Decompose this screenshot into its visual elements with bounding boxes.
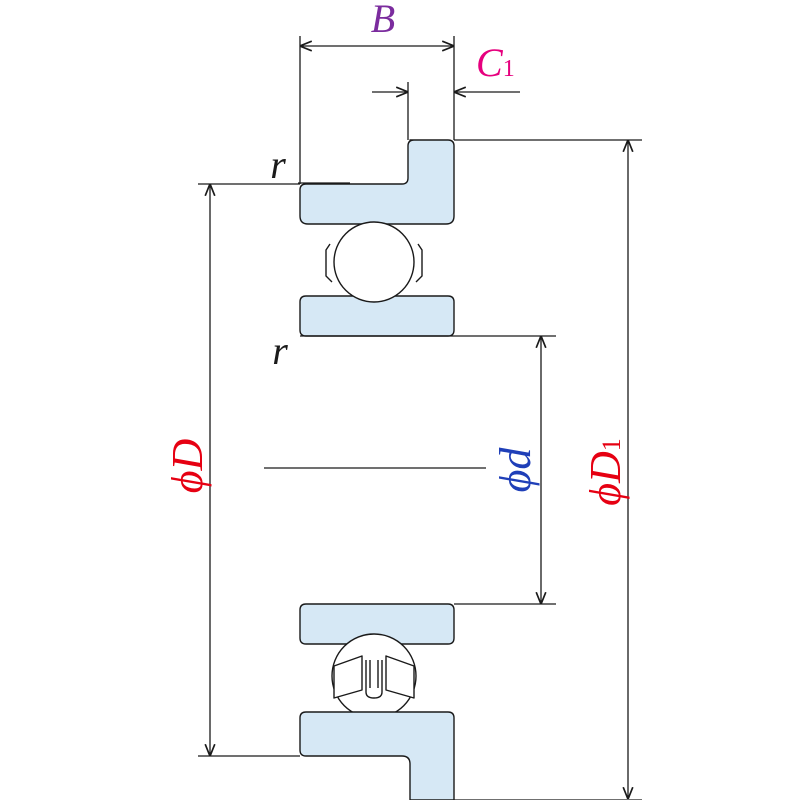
cage-bottom-clip	[365, 660, 383, 699]
label-C1-sub: 1	[503, 56, 515, 82]
cage-top-left	[325, 243, 333, 283]
label-r-mid: r	[272, 328, 288, 373]
label-phiD1-sub: 1	[597, 438, 626, 451]
label-phiD1-main: ϕD	[581, 451, 630, 506]
ball-top	[333, 221, 415, 303]
outer-ring-top	[299, 139, 455, 225]
label-phiD1: ϕD1	[581, 438, 630, 506]
inner-ring-bottom	[299, 603, 455, 645]
label-C1-main: C	[476, 40, 504, 85]
cage-top-right	[415, 243, 423, 283]
bearing-section	[299, 139, 455, 800]
outer-ring-bottom	[299, 711, 455, 800]
label-r-top: r	[270, 142, 286, 187]
cage-bottom	[333, 655, 415, 699]
label-phiD: ϕD	[163, 439, 212, 494]
dimension-lines	[198, 36, 642, 800]
label-phid: ϕd	[491, 447, 540, 493]
label-C1: C1	[476, 40, 515, 85]
label-B: B	[371, 0, 395, 41]
